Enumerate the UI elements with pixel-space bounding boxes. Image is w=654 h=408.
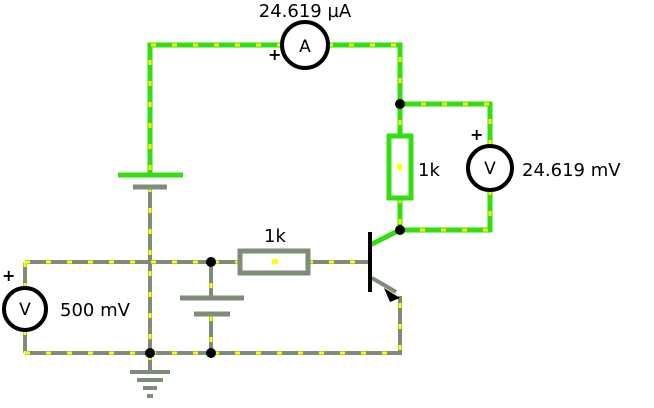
junction-node (395, 99, 405, 109)
battery-icon[interactable] (180, 295, 244, 317)
npn-transistor-icon[interactable] (368, 232, 400, 302)
idle-wires (23, 187, 402, 372)
resistor-icon[interactable] (237, 248, 311, 276)
wire-voltmeter-bottom[interactable] (397, 187, 493, 233)
ammeter-symbol: A (299, 37, 311, 57)
emitter-arrow-icon (384, 288, 400, 302)
junction-node (206, 348, 216, 358)
junction-node (145, 348, 155, 358)
voltmeter-symbol: V (484, 159, 496, 179)
ammeter-icon[interactable]: A (280, 20, 330, 70)
resistor-collector-label: 1k (418, 160, 440, 181)
voltmeter-right-plus-sign: + (470, 125, 483, 144)
junction-node (206, 257, 216, 267)
voltmeter-right-reading: 24.619 mV (522, 160, 621, 181)
wire-voltmeter-top[interactable] (397, 101, 493, 149)
junction-nodes (145, 99, 405, 358)
resistor-base-label: 1k (264, 226, 286, 247)
ammeter-plus-sign: + (268, 45, 281, 64)
voltmeter-left-plus-sign: + (2, 266, 15, 285)
voltmeter-icon[interactable]: V (466, 144, 514, 192)
battery-icon[interactable] (118, 172, 183, 190)
voltmeter-left-reading: 500 mV (60, 300, 131, 321)
ammeter-reading: 24.619 µA (259, 1, 352, 22)
resistor-icon[interactable] (386, 133, 414, 201)
wire-top-left[interactable] (147, 42, 285, 173)
wire-emitter[interactable] (370, 276, 398, 294)
active-wires (147, 42, 493, 248)
wire-top-right[interactable] (325, 42, 403, 139)
wire-collector-to-transistor[interactable] (368, 226, 404, 248)
voltmeter-icon[interactable]: V (2, 286, 48, 332)
ground-icon (130, 370, 170, 398)
voltmeter-symbol: V (19, 300, 31, 320)
junction-node (395, 225, 405, 235)
current-dots (23, 43, 492, 372)
